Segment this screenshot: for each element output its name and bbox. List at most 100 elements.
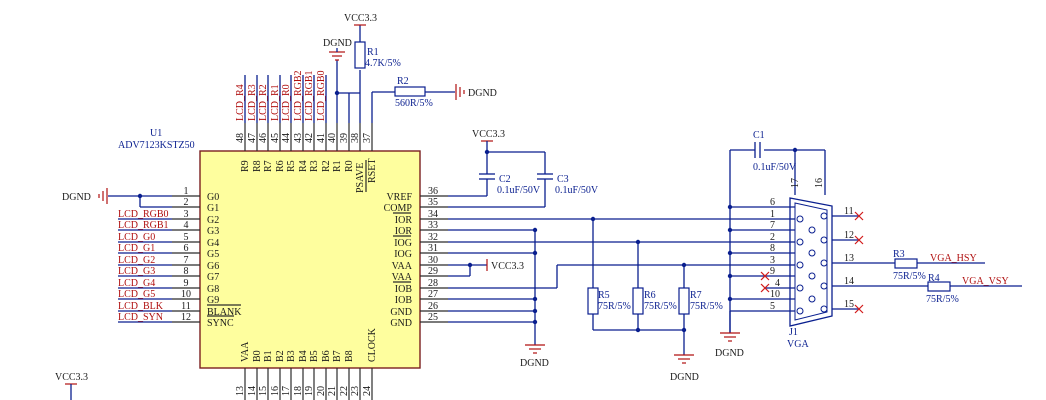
svg-text:G7: G7 bbox=[207, 272, 219, 283]
svg-text:16: 16 bbox=[814, 178, 825, 188]
svg-text:IOR: IOR bbox=[395, 226, 413, 237]
vcc-label-top: VCC3.3 bbox=[344, 13, 377, 24]
svg-text:G8: G8 bbox=[207, 284, 219, 295]
u1-top-nets: LCD_R4 LCD_R3 LCD_R2 LCD_R1 LCD_R0 LCD_R… bbox=[235, 13, 497, 123]
net-label-vga-hsy: VGA_HSY bbox=[930, 253, 977, 264]
svg-text:31: 31 bbox=[428, 243, 438, 254]
net-label-lcd-rgb1: LCD_RGB1 bbox=[118, 220, 169, 231]
svg-text:B2: B2 bbox=[275, 350, 286, 362]
svg-text:CLOCK: CLOCK bbox=[367, 327, 378, 362]
svg-text:R7: R7 bbox=[690, 290, 702, 301]
svg-text:0.1uF/50V: 0.1uF/50V bbox=[497, 185, 541, 196]
net-label-lcd-g1: LCD_G1 bbox=[118, 243, 155, 254]
resistor-r7: R7 75R/5% bbox=[678, 287, 723, 315]
net-label-lcd-rgb0-top: LCD_RGB0 bbox=[316, 70, 327, 121]
svg-text:12: 12 bbox=[181, 312, 191, 323]
svg-text:5: 5 bbox=[770, 301, 775, 312]
svg-text:4: 4 bbox=[775, 278, 780, 289]
svg-text:B7: B7 bbox=[332, 350, 343, 362]
resistor-r3: R3 75R/5% bbox=[893, 249, 926, 282]
svg-text:15: 15 bbox=[844, 299, 854, 310]
svg-text:17: 17 bbox=[281, 386, 292, 396]
svg-text:IOG: IOG bbox=[394, 249, 412, 260]
net-label-lcd-r0: LCD_R0 bbox=[281, 84, 292, 121]
sync-resistors: R3 75R/5% VGA_HSY R4 75R/5% VGA_VSY bbox=[893, 249, 1022, 305]
svg-text:34: 34 bbox=[428, 209, 438, 220]
net-label-lcd-g5: LCD_G5 bbox=[118, 289, 155, 300]
svg-text:37: 37 bbox=[362, 133, 373, 143]
svg-text:13: 13 bbox=[235, 386, 246, 396]
resistor-r5: R5 75R/5% bbox=[587, 287, 631, 315]
svg-text:R5: R5 bbox=[598, 290, 610, 301]
svg-text:14: 14 bbox=[844, 276, 854, 287]
svg-text:21: 21 bbox=[327, 386, 338, 396]
svg-text:16: 16 bbox=[270, 386, 281, 396]
svg-text:40: 40 bbox=[327, 133, 338, 143]
svg-text:3: 3 bbox=[184, 209, 189, 220]
j1-vga-connector: C1 0.1uF/50V 17 16 6 1 7 2 8 3 bbox=[715, 130, 928, 359]
svg-text:B1: B1 bbox=[263, 350, 274, 362]
resistor-r1: R1 4.7K/5% bbox=[354, 41, 401, 69]
u1-left-nets: DGND LCD_RGB0 LCD_RGB1 LCD_G0 LCD_G1 LCD… bbox=[62, 188, 172, 323]
net-label-lcd-r3: LCD_R3 bbox=[247, 84, 258, 121]
svg-text:VAA: VAA bbox=[392, 272, 413, 283]
pin-6: 6G5 bbox=[172, 243, 219, 260]
svg-text:35: 35 bbox=[428, 197, 438, 208]
pin-2: 2G1 bbox=[172, 197, 219, 214]
svg-text:14: 14 bbox=[247, 386, 258, 396]
svg-text:R8: R8 bbox=[252, 160, 263, 172]
svg-text:32: 32 bbox=[428, 232, 438, 243]
svg-text:RSET: RSET bbox=[367, 159, 378, 183]
svg-text:GND: GND bbox=[390, 318, 412, 329]
svg-text:R2: R2 bbox=[321, 160, 332, 172]
svg-text:B3: B3 bbox=[286, 350, 297, 362]
svg-text:G1: G1 bbox=[207, 203, 219, 214]
net-label-lcd-r2: LCD_R2 bbox=[258, 84, 269, 121]
vaa-supply: VCC3.3 bbox=[448, 259, 524, 277]
svg-text:BLANK: BLANK bbox=[207, 307, 242, 318]
svg-text:23: 23 bbox=[350, 386, 361, 396]
svg-text:R2: R2 bbox=[397, 76, 409, 87]
svg-text:C1: C1 bbox=[753, 130, 765, 141]
net-label-lcd-rgb2: LCD_RGB2 bbox=[293, 70, 304, 121]
svg-text:B8: B8 bbox=[344, 350, 355, 362]
svg-text:R6: R6 bbox=[275, 160, 286, 172]
svg-text:11: 11 bbox=[844, 206, 854, 217]
svg-text:IOB: IOB bbox=[395, 295, 413, 306]
u1-ref: U1 bbox=[150, 128, 162, 139]
svg-text:G4: G4 bbox=[207, 238, 219, 249]
net-label-lcd-g0: LCD_G0 bbox=[118, 232, 155, 243]
vcc-label-caps: VCC3.3 bbox=[472, 129, 505, 140]
svg-text:R9: R9 bbox=[240, 160, 251, 172]
dgnd-label: DGND bbox=[520, 358, 549, 369]
net-label-lcd-g3: LCD_G3 bbox=[118, 266, 155, 277]
pin-7: 7G6 bbox=[172, 255, 219, 272]
svg-text:COMP: COMP bbox=[384, 203, 413, 214]
svg-text:J1: J1 bbox=[789, 327, 798, 338]
net-label-vga-vsy: VGA_VSY bbox=[962, 276, 1009, 287]
capacitor-c2: C2 0.1uF/50V bbox=[479, 173, 541, 196]
svg-text:6: 6 bbox=[770, 197, 775, 208]
svg-text:39: 39 bbox=[339, 133, 350, 143]
svg-text:12: 12 bbox=[844, 230, 854, 241]
dgnd-symbol-terminations: DGND bbox=[670, 354, 699, 383]
svg-text:GND: GND bbox=[390, 307, 412, 318]
svg-text:B5: B5 bbox=[309, 350, 320, 362]
svg-text:75R/5%: 75R/5% bbox=[690, 301, 723, 312]
vcc-label: VCC3.3 bbox=[55, 372, 88, 383]
svg-text:7: 7 bbox=[770, 220, 775, 231]
dgnd-symbol-r2: DGND bbox=[455, 84, 497, 100]
svg-text:G5: G5 bbox=[207, 249, 219, 260]
svg-text:PSAVE: PSAVE bbox=[355, 163, 366, 193]
svg-text:18: 18 bbox=[293, 386, 304, 396]
dgnd-label: DGND bbox=[323, 38, 352, 49]
u1-bottom-pins: VAA B0 B1 B2 B3 B4 B5 B6 B7 B8 CLOCK 13 … bbox=[235, 327, 378, 400]
decoupling-caps: VCC3.3 C2 0.1uF/50V C3 0.1uF/50V bbox=[448, 129, 599, 208]
